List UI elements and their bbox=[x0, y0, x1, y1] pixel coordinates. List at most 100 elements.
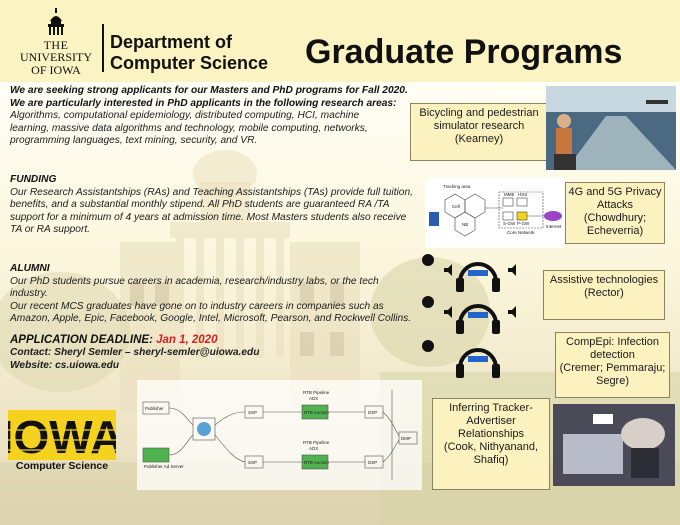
label-internet: Internet bbox=[546, 224, 562, 229]
contact-label: Contact: bbox=[10, 347, 52, 358]
label-mme: MME bbox=[504, 192, 515, 197]
phone-icon bbox=[429, 212, 439, 226]
node-exchange-icon bbox=[192, 417, 216, 441]
research-callout-compepi: CompEpi: Infection detection (Cremer; Pe… bbox=[555, 332, 670, 398]
infection-detection-image bbox=[553, 404, 675, 486]
cell-hex-2 bbox=[464, 193, 486, 219]
website-link[interactable]: cs.uiowa.edu bbox=[52, 359, 120, 371]
research-callout-privacy: 4G and 5G Privacy Attacks (Chowdhury; Ec… bbox=[565, 182, 665, 244]
assistive-headphones-diagram bbox=[420, 252, 538, 382]
globe-icon bbox=[197, 422, 211, 436]
alumni-body-2: Our recent MCS graduates have gone on to… bbox=[10, 300, 412, 325]
research-callout-bicycling: Bicycling and pedestrian simulator resea… bbox=[410, 103, 548, 161]
tracker-pipeline-diagram: Publisher Publisher Ad Server SSP SSP RT… bbox=[137, 380, 422, 490]
simulator-photo bbox=[546, 86, 676, 170]
speaker-icon-2 bbox=[444, 306, 452, 318]
deadline-label: APPLICATION DEADLINE: bbox=[10, 334, 157, 346]
headphones-icon-3 bbox=[458, 348, 498, 369]
label-dsp-top: DSP bbox=[368, 410, 377, 415]
deadline-line: APPLICATION DEADLINE: Jan 1, 2020 bbox=[10, 333, 390, 347]
research-areas-heading: research areas: bbox=[321, 97, 397, 109]
iowa-cs-logo[interactable]: IOWA Computer Science bbox=[1, 410, 123, 472]
research-people-tracker: (Cook, Nithyanand, Shafiq) bbox=[443, 441, 539, 466]
research-people-compepi: (Cremer; Pemmaraju; Segre) bbox=[559, 362, 666, 387]
headphones-icon-2 bbox=[458, 304, 498, 325]
label-cell: Cell bbox=[452, 204, 460, 209]
alumni-body-1: Our PhD students pursue careers in acade… bbox=[10, 275, 379, 300]
headphone-row-1 bbox=[422, 254, 516, 292]
campus-building-illustration bbox=[0, 150, 680, 525]
mme-box bbox=[502, 197, 514, 207]
research-people-bicycling: (Kearney) bbox=[454, 133, 504, 145]
node-dmp bbox=[398, 431, 418, 445]
research-title-bicycling: Bicycling and pedestrian simulator resea… bbox=[419, 107, 539, 132]
header-divider bbox=[102, 24, 104, 72]
old-capitol-icon bbox=[48, 8, 64, 35]
website-line: Website: cs.uiowa.edu bbox=[10, 360, 390, 373]
research-people-assistive: (Rector) bbox=[584, 287, 624, 299]
department-name: Department of Computer Science bbox=[110, 32, 268, 74]
iowa-wordmark-icon: IOWA bbox=[1, 410, 123, 463]
research-title-tracker: Inferring Tracker-Advertiser Relationshi… bbox=[449, 402, 533, 440]
page-title: Graduate Programs bbox=[305, 33, 623, 71]
bicycle-simulator-image bbox=[546, 86, 676, 170]
cs-logo-label: Computer Science bbox=[15, 460, 109, 472]
label-dmp: DMP bbox=[401, 436, 411, 441]
label-rtb-pipeline-bottom: RTB Pipeline bbox=[303, 440, 330, 445]
label-ssp-top: SSP bbox=[248, 410, 257, 415]
label-pgw: P-GW bbox=[517, 221, 530, 226]
header-banner: THE UNIVERSITY OF IOWA Department of Com… bbox=[0, 0, 680, 82]
alumni-title: ALUMNI bbox=[10, 263, 50, 274]
label-publisher: Publisher bbox=[145, 406, 164, 411]
lte-network-diagram: Tracking area Cell NB MME S-GW P-GW HSS … bbox=[425, 178, 565, 248]
label-adx-bottom: ADX bbox=[309, 446, 318, 451]
cell-hex-3 bbox=[454, 211, 476, 237]
funding-title: FUNDING bbox=[10, 174, 57, 185]
label-enb: NB bbox=[462, 222, 468, 227]
logo-text-the: THE bbox=[43, 38, 69, 52]
label-core-network: Core Network bbox=[507, 230, 535, 235]
label-ssp-bottom: SSP bbox=[248, 460, 257, 465]
dept-line-2: Computer Science bbox=[110, 53, 269, 73]
label-rtb-auction-bottom: RTB Auction bbox=[304, 460, 329, 465]
intro-line-2: We are particularly interested in PhD ap… bbox=[10, 98, 410, 111]
deadline-section: APPLICATION DEADLINE: Jan 1, 2020 Contac… bbox=[10, 333, 390, 372]
headphones-icon-1 bbox=[458, 262, 498, 283]
intro-line-1: We are seeking strong applicants for our… bbox=[10, 85, 408, 96]
dept-line-1: Department of bbox=[110, 32, 233, 52]
contact-email[interactable]: Sheryl Semler – sheryl-semler@uiowa.edu bbox=[51, 347, 260, 358]
research-callout-assistive: Assistive technologies (Rector) bbox=[543, 270, 665, 320]
website-label: Website: bbox=[10, 359, 53, 371]
label-rtb-pipeline-top: RTB Pipeline bbox=[303, 390, 330, 395]
label-publisher-ad-server: Publisher Ad Server bbox=[144, 464, 184, 469]
research-title-privacy: 4G and 5G Privacy Attacks bbox=[568, 186, 662, 211]
hss-box bbox=[516, 197, 528, 207]
contact-line: Contact: Sheryl Semler – sheryl-semler@u… bbox=[10, 347, 390, 360]
funding-section: FUNDING Our Research Assistantships (RAs… bbox=[10, 174, 414, 237]
label-dsp-bottom: DSP bbox=[368, 460, 377, 465]
headphone-row-3 bbox=[422, 340, 500, 378]
research-callout-tracker: Inferring Tracker-Advertiser Relationshi… bbox=[432, 398, 550, 490]
label-tracking-area: Tracking area bbox=[443, 184, 471, 189]
speaker-icon-1 bbox=[444, 264, 452, 276]
research-title-compepi: CompEpi: Infection detection bbox=[566, 336, 659, 361]
label-adx-top: ADX bbox=[309, 396, 318, 401]
research-areas-list: Algorithms, computational epidemiology, … bbox=[10, 110, 368, 147]
deadline-date: Jan 1, 2020 bbox=[156, 334, 218, 346]
pgw-box bbox=[516, 211, 528, 221]
hospital-photo bbox=[553, 404, 675, 486]
intro-line-2-prefix: We are particularly interested in PhD ap… bbox=[10, 97, 322, 109]
funding-body: Our Research Assistantships (RAs) and Te… bbox=[10, 186, 413, 236]
label-rtb-auction-top: RTB Auction bbox=[304, 410, 329, 415]
university-logo[interactable]: THE UNIVERSITY OF IOWA bbox=[14, 6, 98, 78]
iowa-wordmark-text: IOWA bbox=[8, 411, 116, 460]
core-network-box bbox=[498, 191, 544, 229]
headphone-row-2 bbox=[422, 296, 516, 334]
logo-text-university: UNIVERSITY bbox=[20, 50, 92, 64]
intro-section: We are seeking strong applicants for our… bbox=[10, 85, 410, 148]
logo-text-of-iowa: OF IOWA bbox=[31, 63, 81, 77]
node-publisher-ad-server bbox=[142, 447, 170, 463]
label-sgw: S-GW bbox=[503, 221, 516, 226]
research-people-privacy: (Chowdhury; Echeverria) bbox=[583, 212, 647, 237]
research-title-assistive: Assistive technologies bbox=[549, 274, 659, 286]
